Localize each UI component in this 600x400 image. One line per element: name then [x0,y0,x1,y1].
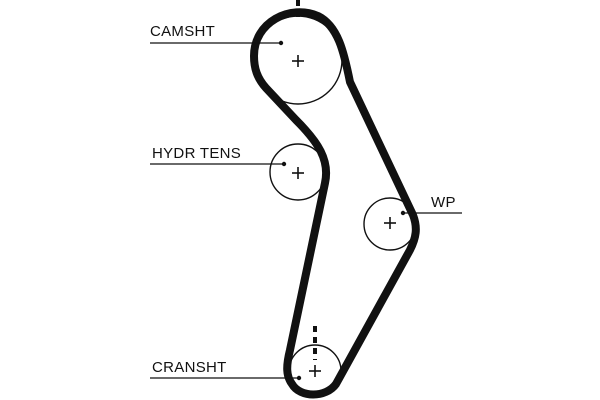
timing-belt [250,8,420,399]
camshaft-center-mark [292,55,304,67]
tensioner-label: HYDR TENS [152,145,241,162]
camshaft-label: CAMSHT [150,23,215,40]
water-pump-label: WP [431,194,456,211]
crankshaft-label: CRANSHT [152,359,227,376]
tensioner-center-mark [292,167,304,179]
crankshaft-leader [150,375,302,381]
water-pump-leader [400,210,462,216]
tensioner-leader [150,161,287,167]
crankshaft-center-mark [309,365,321,377]
camshaft-leader [150,40,284,46]
water-pump-center-mark [384,217,396,229]
